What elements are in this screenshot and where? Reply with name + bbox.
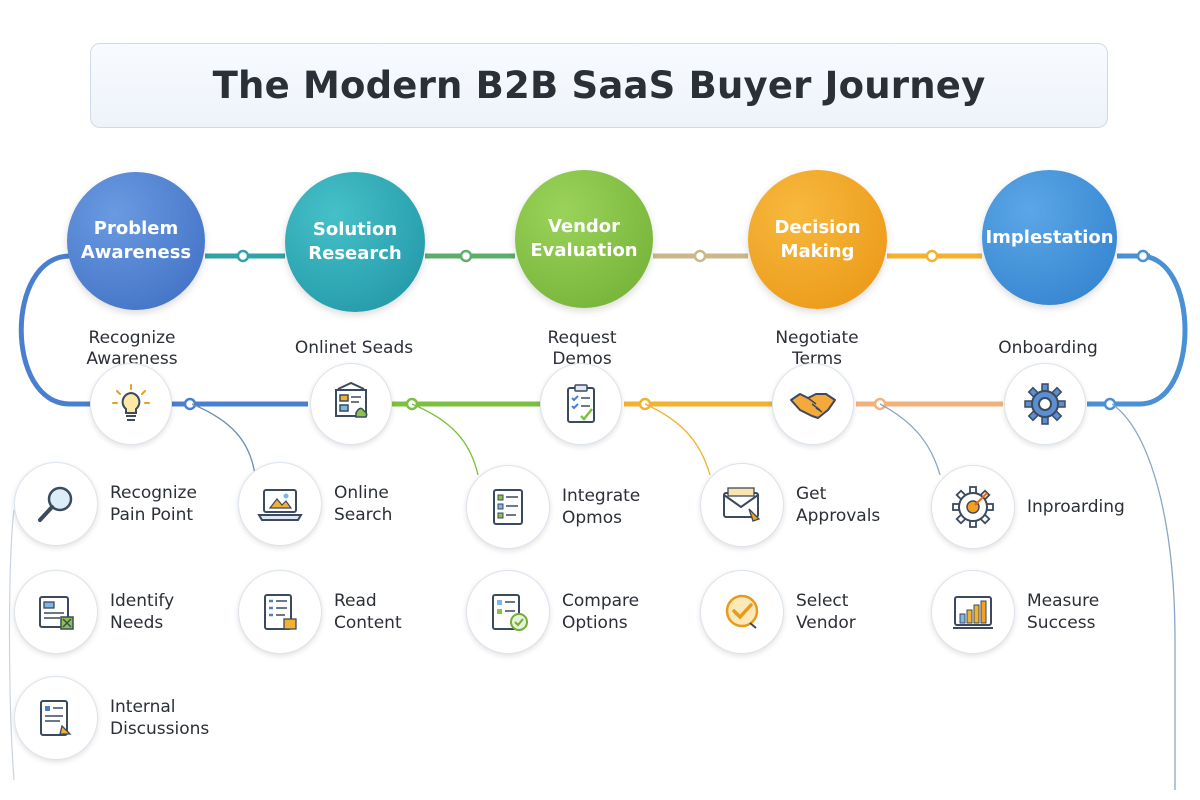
hub-handshake — [772, 363, 854, 445]
step-inproarding: Inproarding — [931, 465, 1157, 549]
stage-circle-implementation: Implestation — [982, 170, 1117, 305]
stage-sublabel-5: Onboarding — [998, 338, 1098, 358]
notes-icon — [40, 700, 72, 736]
bar-chart-icon — [953, 596, 993, 629]
hub-lightbulb — [90, 363, 172, 445]
gear-target-icon — [952, 486, 994, 528]
handshake-icon — [790, 393, 836, 419]
stage-sublabel-2: Onlinet Seads — [294, 338, 414, 358]
gear-icon — [1024, 383, 1066, 425]
hub-checklist — [540, 363, 622, 445]
lightbulb-icon — [112, 384, 150, 421]
compare-doc-icon — [492, 594, 528, 631]
hub-research — [310, 363, 392, 445]
checkmark-icon — [725, 594, 759, 629]
checklist-icon — [567, 384, 595, 423]
page-title: The Modern B2B SaaS Buyer Journey — [212, 64, 986, 107]
magnifier-icon — [38, 486, 73, 522]
envelope-icon — [723, 487, 761, 522]
laptop-icon — [257, 489, 303, 521]
hub-gear — [1004, 363, 1086, 445]
article-icon — [264, 594, 297, 630]
research-board-icon — [335, 381, 368, 418]
checklist-icon — [493, 489, 523, 525]
document-icon — [39, 596, 74, 630]
title-box: The Modern B2B SaaS Buyer Journey — [90, 43, 1108, 128]
